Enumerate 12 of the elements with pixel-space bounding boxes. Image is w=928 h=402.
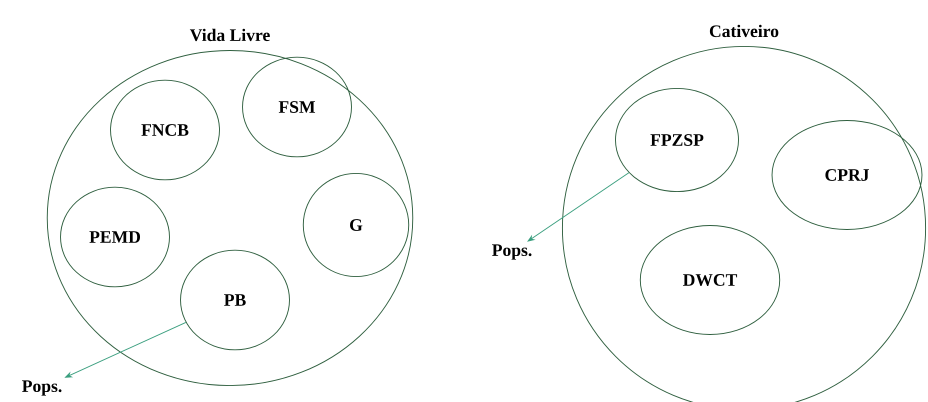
ellipse-node: PB <box>180 250 290 350</box>
text-label: Pops. <box>22 380 62 396</box>
ellipse-node: PEMD <box>60 186 170 288</box>
node-label: Cativeiro <box>710 24 778 38</box>
ellipse-node: CPRJ <box>772 120 922 230</box>
ellipse-node: FNCB <box>110 80 220 180</box>
ellipse-node: DWCT <box>640 225 780 335</box>
ellipse-node: FPZSP <box>615 88 739 192</box>
ellipse-node: G <box>302 172 410 278</box>
text-label: Pops. <box>492 244 532 260</box>
ellipse-node: FSM <box>242 56 352 158</box>
node-label: Vida Livre <box>190 28 270 42</box>
